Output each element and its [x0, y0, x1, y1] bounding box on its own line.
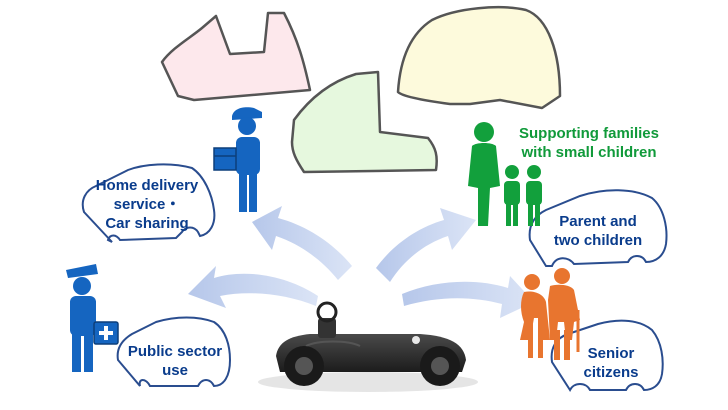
family-icon — [468, 122, 542, 226]
label-home-delivery-line-2: service・ — [113, 196, 181, 213]
label-seniors-line-2: citizens — [583, 364, 639, 381]
label-seniors: Senior citizens — [566, 344, 656, 382]
label-families: Supporting families with small children — [502, 124, 676, 162]
label-seniors-line-1: Senior — [587, 345, 635, 362]
label-public-sector-line-1: Public sector — [127, 343, 223, 360]
car-body-van — [290, 70, 438, 174]
senior-couple-icon — [520, 268, 580, 360]
car-body-convertible — [160, 11, 312, 102]
officer-first-aid-icon — [66, 264, 119, 372]
label-parent-two-line-1: Parent and — [559, 213, 637, 230]
label-families-line-2: with small children — [521, 144, 657, 161]
arrow-seniors — [402, 276, 534, 318]
label-parent-two-line-2: two children — [553, 232, 643, 249]
label-home-delivery-line-1: Home delivery — [95, 177, 199, 194]
label-home-delivery: Home delivery service・ Car sharing — [82, 176, 212, 233]
arrow-home-delivery — [252, 206, 352, 280]
car-bubble-home-delivery — [81, 163, 216, 243]
arrow-public-sector — [188, 266, 318, 308]
label-public-sector-line-2: use — [162, 362, 188, 379]
arrow-families — [376, 208, 476, 282]
label-families-line-1: Supporting families — [518, 125, 659, 142]
label-public-sector: Public sector use — [114, 342, 236, 380]
car-bubble-public-sector — [116, 316, 232, 388]
car-bubble-parent-two — [528, 189, 668, 267]
delivery-worker-icon — [213, 107, 262, 212]
label-home-delivery-line-3: Car sharing — [105, 215, 189, 232]
vehicle-platform-image — [258, 301, 478, 392]
label-parent-two: Parent and two children — [536, 212, 660, 250]
car-body-box — [396, 5, 562, 110]
